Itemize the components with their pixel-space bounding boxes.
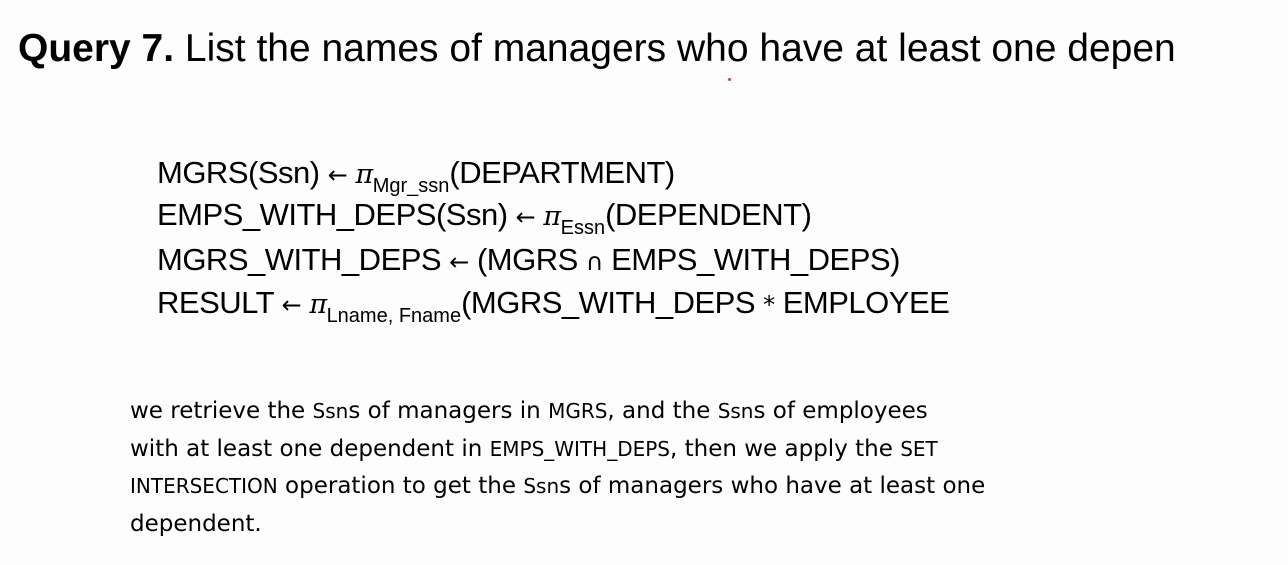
left-arrow-icon: ← bbox=[449, 248, 469, 276]
text-run: we retrieve the bbox=[130, 398, 313, 424]
intersection-icon: ∩ bbox=[585, 248, 604, 276]
text-run: dependent. bbox=[130, 510, 262, 537]
pointer-dot bbox=[728, 78, 731, 81]
formula-lhs: MGRS_WITH_DEPS bbox=[157, 242, 442, 277]
text-run: with at least one dependent in bbox=[130, 435, 490, 462]
slide-title: Query 7. List the names of managers who … bbox=[18, 27, 1176, 71]
text-run: , and the bbox=[607, 398, 718, 424]
projection-attributes: Essn bbox=[560, 217, 606, 239]
formula-lhs: RESULT bbox=[157, 285, 274, 320]
attribute-name: Ssn bbox=[312, 399, 349, 423]
text-run: s of managers who have at least one bbox=[559, 473, 986, 499]
operation-name: SET bbox=[900, 436, 938, 461]
left-arrow-icon: ← bbox=[281, 291, 302, 319]
formula-rhs-left: (MGRS_WITH_DEPS bbox=[461, 285, 755, 320]
relation-name: MGRS bbox=[548, 399, 608, 423]
formula-rhs: (DEPENDENT) bbox=[605, 197, 812, 232]
formula-line-mgrs-with-deps: MGRS_WITH_DEPS ← (MGRS ∩ EMPS_WITH_DEPS) bbox=[157, 242, 900, 278]
text-run: s of employees bbox=[753, 398, 928, 424]
left-arrow-icon: ← bbox=[327, 161, 348, 189]
query-text: List the names of managers who have at l… bbox=[174, 27, 1176, 70]
formula-line-emps-with-deps: EMPS_WITH_DEPS(Ssn) ← πEssn(DEPENDENT) bbox=[157, 197, 812, 240]
text-run: s of managers in bbox=[348, 398, 549, 424]
query-label: Query 7. bbox=[18, 27, 175, 70]
paragraph-line-4: dependent. bbox=[130, 506, 1130, 544]
projection-operator: π bbox=[543, 201, 561, 232]
operation-name: INTERSECTION bbox=[130, 474, 278, 498]
projection-attributes: Mgr_ssn bbox=[372, 175, 450, 197]
text-run: operation to get the bbox=[277, 473, 524, 499]
paragraph-line-1: we retrieve the Ssns of managers in MGRS… bbox=[130, 393, 1130, 431]
natural-join-icon: * bbox=[763, 291, 775, 319]
projection-operator: π bbox=[309, 289, 327, 320]
explanation-paragraph: we retrieve the Ssns of managers in MGRS… bbox=[130, 393, 1130, 543]
formula-rhs-right: EMPS_WITH_DEPS) bbox=[611, 242, 900, 277]
left-arrow-icon: ← bbox=[515, 203, 536, 231]
projection-attributes: Lname, Fname bbox=[326, 305, 462, 327]
paragraph-line-3: INTERSECTION operation to get the Ssns o… bbox=[130, 468, 1130, 506]
attribute-name: Ssn bbox=[523, 474, 560, 498]
formula-lhs: MGRS(Ssn) bbox=[157, 155, 320, 190]
formula-line-mgrs: MGRS(Ssn) ← πMgr_ssn(DEPARTMENT) bbox=[157, 155, 675, 198]
paragraph-line-2: with at least one dependent in EMPS_WITH… bbox=[130, 431, 1130, 469]
formula-rhs-right: EMPLOYEE bbox=[782, 285, 950, 320]
formula-rhs: (DEPARTMENT) bbox=[449, 155, 675, 190]
relation-name: EMPS_WITH_DEPS bbox=[489, 436, 670, 461]
formula-line-result: RESULT ← πLname, Fname(MGRS_WITH_DEPS * … bbox=[157, 285, 950, 328]
text-run: , then we apply the bbox=[669, 435, 901, 462]
attribute-name: Ssn bbox=[717, 399, 754, 423]
projection-operator: π bbox=[355, 159, 373, 190]
formula-rhs-left: (MGRS bbox=[476, 242, 578, 277]
formula-lhs: EMPS_WITH_DEPS(Ssn) bbox=[157, 197, 508, 232]
